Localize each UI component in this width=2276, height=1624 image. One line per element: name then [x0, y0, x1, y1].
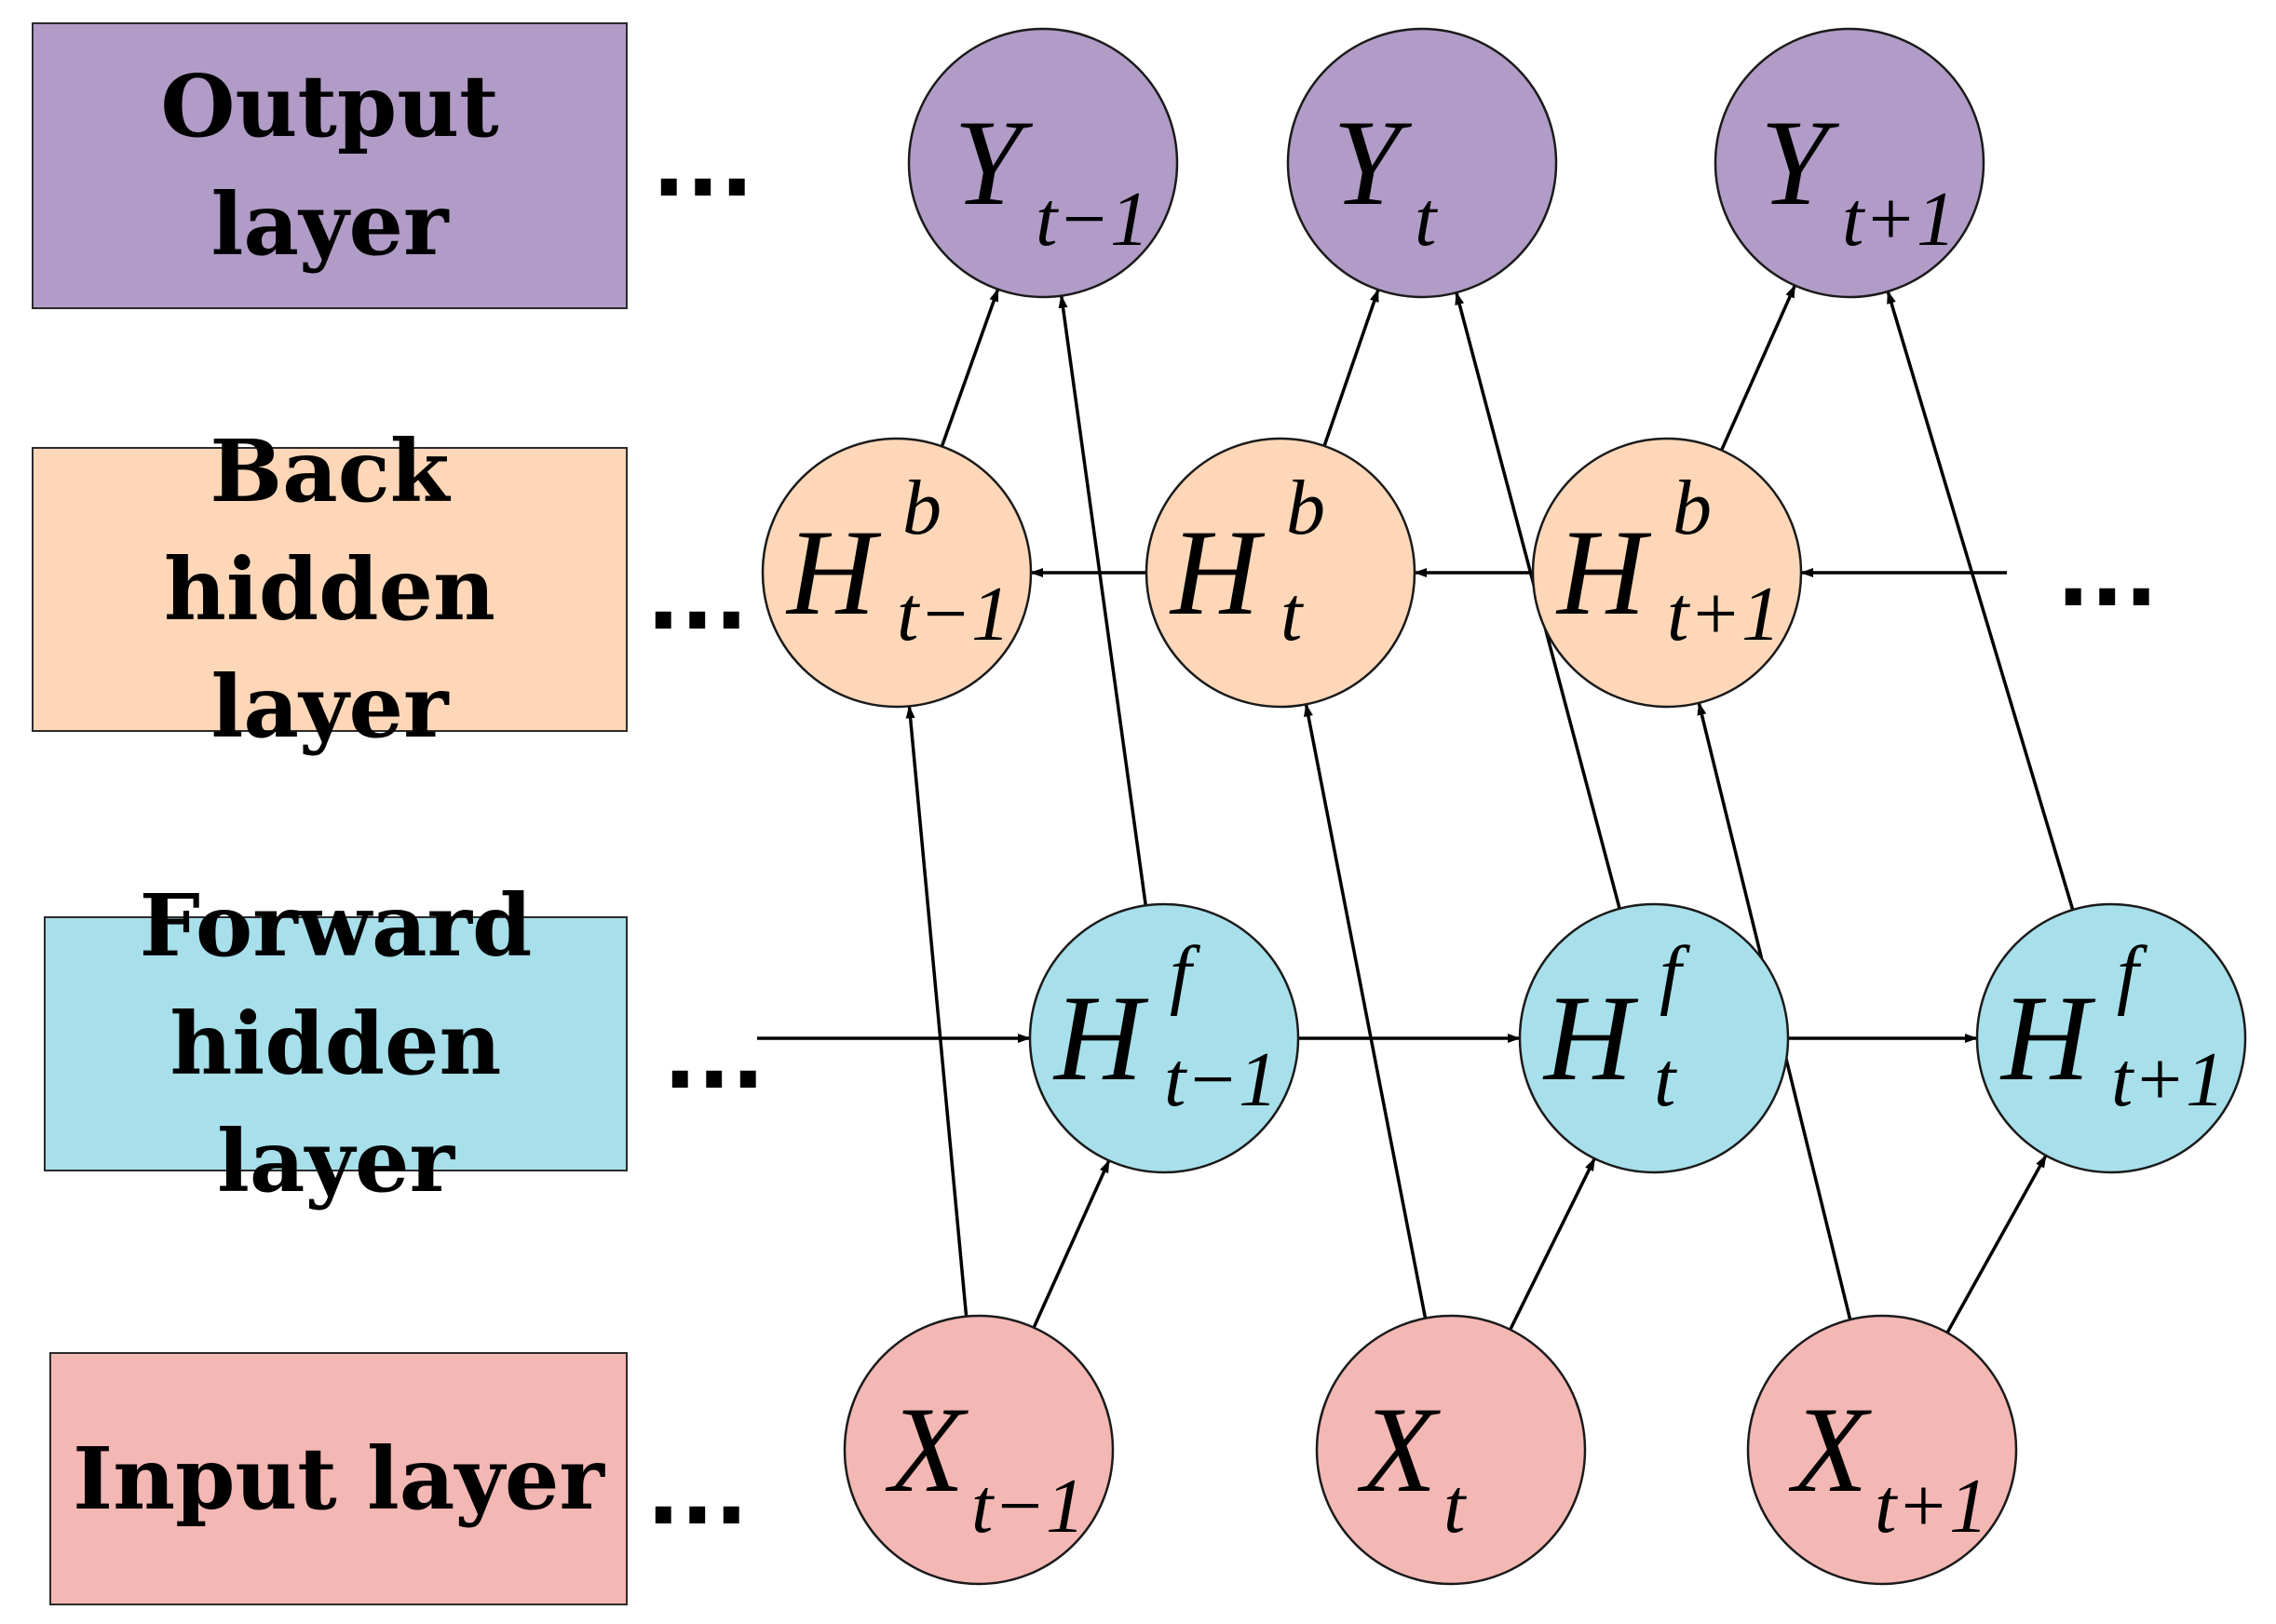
ellipsis-input: ... — [646, 1441, 748, 1545]
edge-back-to-output-t-plus-1 — [1719, 284, 1797, 452]
forward-hidden-node-circle — [1518, 902, 1790, 1174]
back-hidden-node-superscript: b — [902, 465, 942, 551]
output-layer-text: Output layer — [160, 56, 499, 275]
input-layer-label: Input layer — [49, 1352, 628, 1605]
back-hidden-node-symbol: H — [785, 504, 882, 641]
back-hidden-node-circle — [761, 437, 1033, 709]
back-hidden-node-subscript: t+1 — [1667, 571, 1781, 657]
output-node-subscript: t+1 — [1842, 176, 1956, 263]
output-node-symbol: Y — [954, 94, 1034, 231]
input-node-subscript: t — [1443, 1463, 1468, 1550]
input-node-subscript: t+1 — [1875, 1463, 1988, 1550]
edge-input-to-forward-t — [1509, 1157, 1596, 1331]
output-node-subscript: t−1 — [1036, 176, 1149, 263]
input-node-symbol: X — [1788, 1381, 1872, 1518]
input-layer-text: Input layer — [73, 1428, 604, 1529]
input-node-symbol: X — [885, 1381, 969, 1518]
forward-hidden-node-subscript: t — [1654, 1036, 1678, 1123]
edge-forward-to-output-t-minus-1 — [1058, 294, 1148, 906]
output-node-circle — [907, 27, 1179, 299]
edge-input-to-forward-t-plus-1 — [1945, 1154, 2048, 1334]
back-hidden-layer-label: Back hidden layer — [32, 421, 628, 757]
back-hidden-node-superscript: b — [1286, 465, 1325, 551]
forward-hidden-layer-text-line2: hidden layer — [169, 993, 502, 1212]
forward-hidden-node-symbol: H — [1999, 969, 2096, 1106]
edge-input-to-back-t — [1304, 703, 1428, 1319]
output-layer-label: Output layer — [32, 22, 628, 309]
back-hidden-node-subscript: t−1 — [897, 571, 1010, 657]
back-hidden-layer-text-line1: Back hidden — [164, 420, 495, 640]
ellipsis-forward: ... — [663, 1005, 765, 1109]
back-hidden-node-circle — [1145, 437, 1416, 709]
output-node-circle — [1714, 27, 1985, 299]
output-node-circle — [1286, 27, 1558, 299]
forward-hidden-node-symbol: H — [1542, 969, 1639, 1106]
forward-hidden-node-circle — [1975, 902, 2247, 1174]
connections — [757, 284, 2075, 1334]
output-node-symbol: Y — [1760, 94, 1840, 231]
back-hidden-node-subscript: t — [1280, 571, 1305, 657]
edge-back-to-output-t — [1322, 289, 1380, 447]
back-hidden-node-symbol: H — [1169, 504, 1266, 641]
input-node-circle — [1315, 1314, 1587, 1586]
output-node-symbol: Y — [1333, 94, 1413, 231]
input-node-symbol: X — [1357, 1381, 1441, 1518]
edge-forward-to-output-t-plus-1 — [1886, 291, 2075, 911]
forward-hidden-node-subscript: t+1 — [2111, 1036, 2225, 1123]
edge-back-to-output-t-minus-1 — [940, 288, 1000, 447]
ellipsis-output: ... — [652, 113, 753, 217]
ellipsis-back-left: ... — [646, 546, 748, 650]
forward-hidden-node-subscript: t−1 — [1164, 1036, 1278, 1123]
back-hidden-node-circle — [1531, 437, 1803, 709]
back-hidden-node-symbol: H — [1555, 504, 1652, 641]
edge-input-to-forward-t-minus-1 — [1032, 1159, 1111, 1329]
ellipsis-back-right: ... — [2056, 522, 2158, 627]
edge-input-to-back-t-minus-1 — [905, 705, 969, 1317]
forward-hidden-layer-text-line1: Forward — [139, 874, 533, 976]
input-node-subscript: t−1 — [971, 1463, 1085, 1550]
ellipses: ............... — [646, 113, 2158, 1545]
output-node-subscript: t — [1415, 176, 1439, 263]
input-node-circle — [1746, 1314, 2018, 1586]
back-hidden-node-superscript: b — [1673, 465, 1712, 551]
forward-hidden-node-symbol: H — [1052, 969, 1149, 1106]
input-node-circle — [843, 1314, 1115, 1586]
forward-hidden-node-circle — [1028, 902, 1300, 1174]
back-hidden-layer-text-line2: layer — [210, 656, 449, 758]
forward-hidden-layer-label: Forward hidden layer — [44, 875, 628, 1211]
